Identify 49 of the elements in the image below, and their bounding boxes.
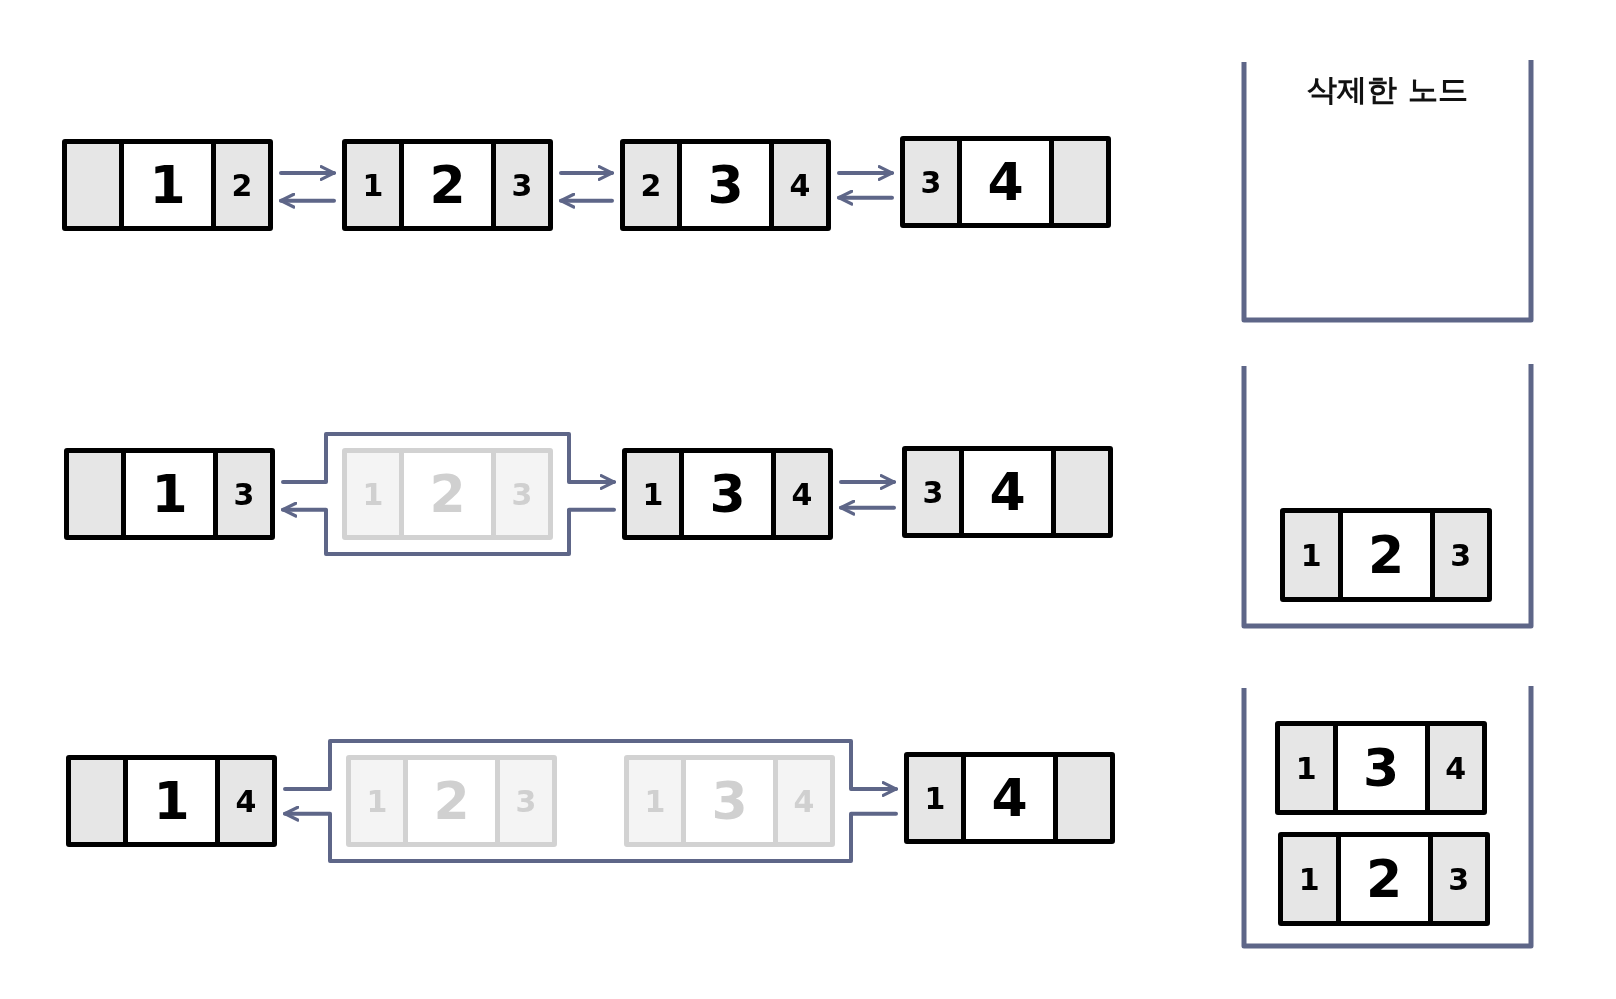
arrow <box>559 165 614 182</box>
list-node <box>620 139 831 231</box>
arrow <box>837 189 894 206</box>
pointer-field: 3 <box>213 453 270 535</box>
pointer-field: 3 <box>905 141 957 223</box>
list-node <box>62 139 273 231</box>
storage-bin <box>1240 60 1535 324</box>
list-node <box>66 755 277 847</box>
deleted-list-node <box>624 755 835 847</box>
arrow <box>279 165 336 182</box>
list-node <box>900 136 1111 228</box>
list-node <box>1275 721 1487 815</box>
list-node <box>342 139 553 231</box>
pointer-field: 2 <box>625 144 677 226</box>
arrow <box>559 192 614 209</box>
arrow <box>839 474 896 491</box>
pointer-field: 2 <box>211 144 268 226</box>
arrow <box>281 501 616 556</box>
arrow <box>283 805 898 863</box>
pointer-field: 1 <box>1280 726 1333 810</box>
list-node <box>1278 832 1490 926</box>
arrow <box>281 432 616 491</box>
pointer-field: 3 <box>907 451 959 533</box>
pointer-field: 4 <box>771 453 828 535</box>
pointer-field: 4 <box>1424 726 1482 810</box>
bin-heading: 삭제한 노드 <box>1306 71 1469 109</box>
arrow <box>283 739 898 798</box>
arrow <box>839 499 896 516</box>
arrow <box>279 192 336 209</box>
arrow <box>837 165 894 182</box>
pointer-field: 3 <box>1427 837 1485 921</box>
pointer-field: 1 <box>909 757 961 839</box>
list-node <box>64 448 275 540</box>
deleted-list-node <box>342 448 553 540</box>
deleted-list-node <box>346 755 557 847</box>
pointer-field: 1 <box>347 144 399 226</box>
pointer-field: 3 <box>491 144 548 226</box>
list-node <box>622 448 833 540</box>
pointer-field: 4 <box>215 760 272 842</box>
pointer-field: 4 <box>769 144 826 226</box>
list-node <box>1280 508 1492 602</box>
list-node <box>902 446 1113 538</box>
list-node <box>904 752 1115 844</box>
pointer-field: 3 <box>1429 513 1487 597</box>
pointer-field: 1 <box>1285 513 1338 597</box>
pointer-field: 1 <box>627 453 679 535</box>
storage-bin <box>1240 686 1535 950</box>
pointer-field: 1 <box>1283 837 1336 921</box>
storage-bin <box>1240 364 1535 630</box>
